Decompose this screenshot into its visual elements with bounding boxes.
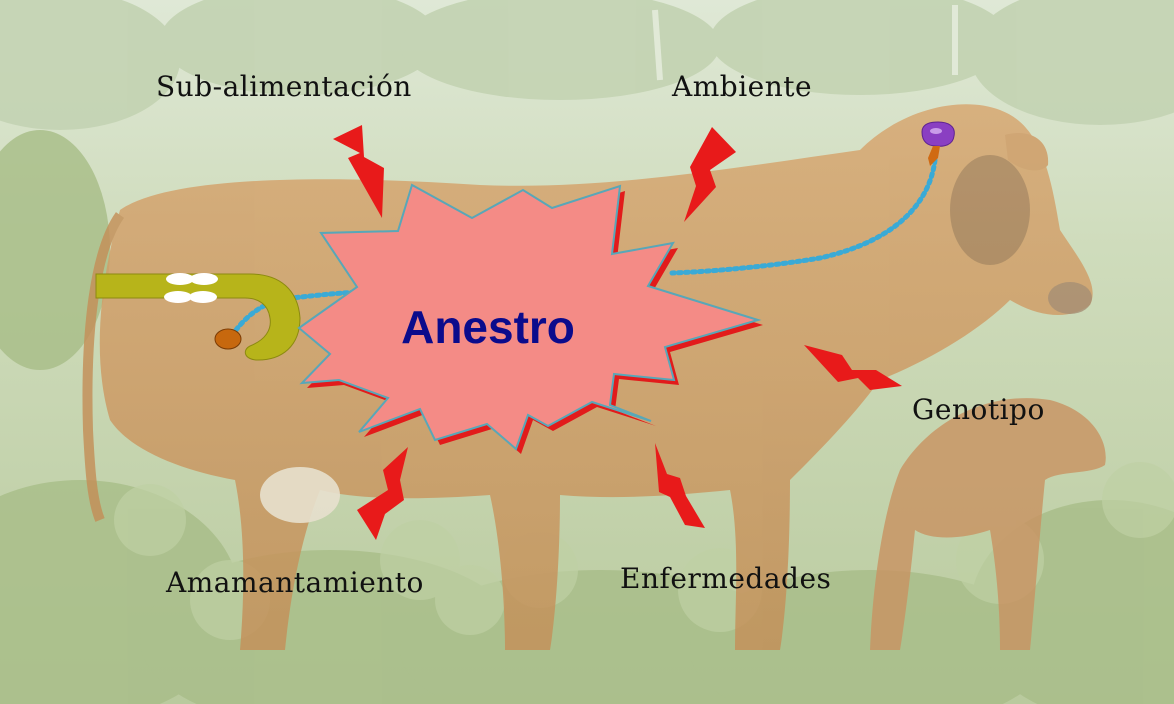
factor-label-ambiente: Ambiente bbox=[672, 70, 813, 103]
center-label: Anestro bbox=[401, 301, 575, 353]
lightning-bolt-icon bbox=[333, 125, 384, 218]
factor-label-amamantamiento: Amamantamiento bbox=[166, 566, 424, 599]
factor-label-sub-alimentacion: Sub-alimentación bbox=[156, 70, 412, 103]
connector-pituitary bbox=[669, 157, 938, 276]
lightning-bolt-icon bbox=[804, 345, 902, 390]
lightning-bolt-icon bbox=[655, 443, 705, 528]
reproductive-tract-icon bbox=[95, 273, 301, 361]
lightning-bolt-icon bbox=[684, 127, 736, 222]
pituitary-gland-icon bbox=[921, 121, 955, 166]
anestro-burst: Anestro bbox=[297, 183, 763, 454]
factor-label-enfermedades: Enfermedades bbox=[620, 562, 832, 595]
lightning-bolt-icon bbox=[357, 447, 408, 540]
lightning-bolts bbox=[333, 125, 902, 540]
factor-label-genotipo: Genotipo bbox=[912, 393, 1045, 426]
